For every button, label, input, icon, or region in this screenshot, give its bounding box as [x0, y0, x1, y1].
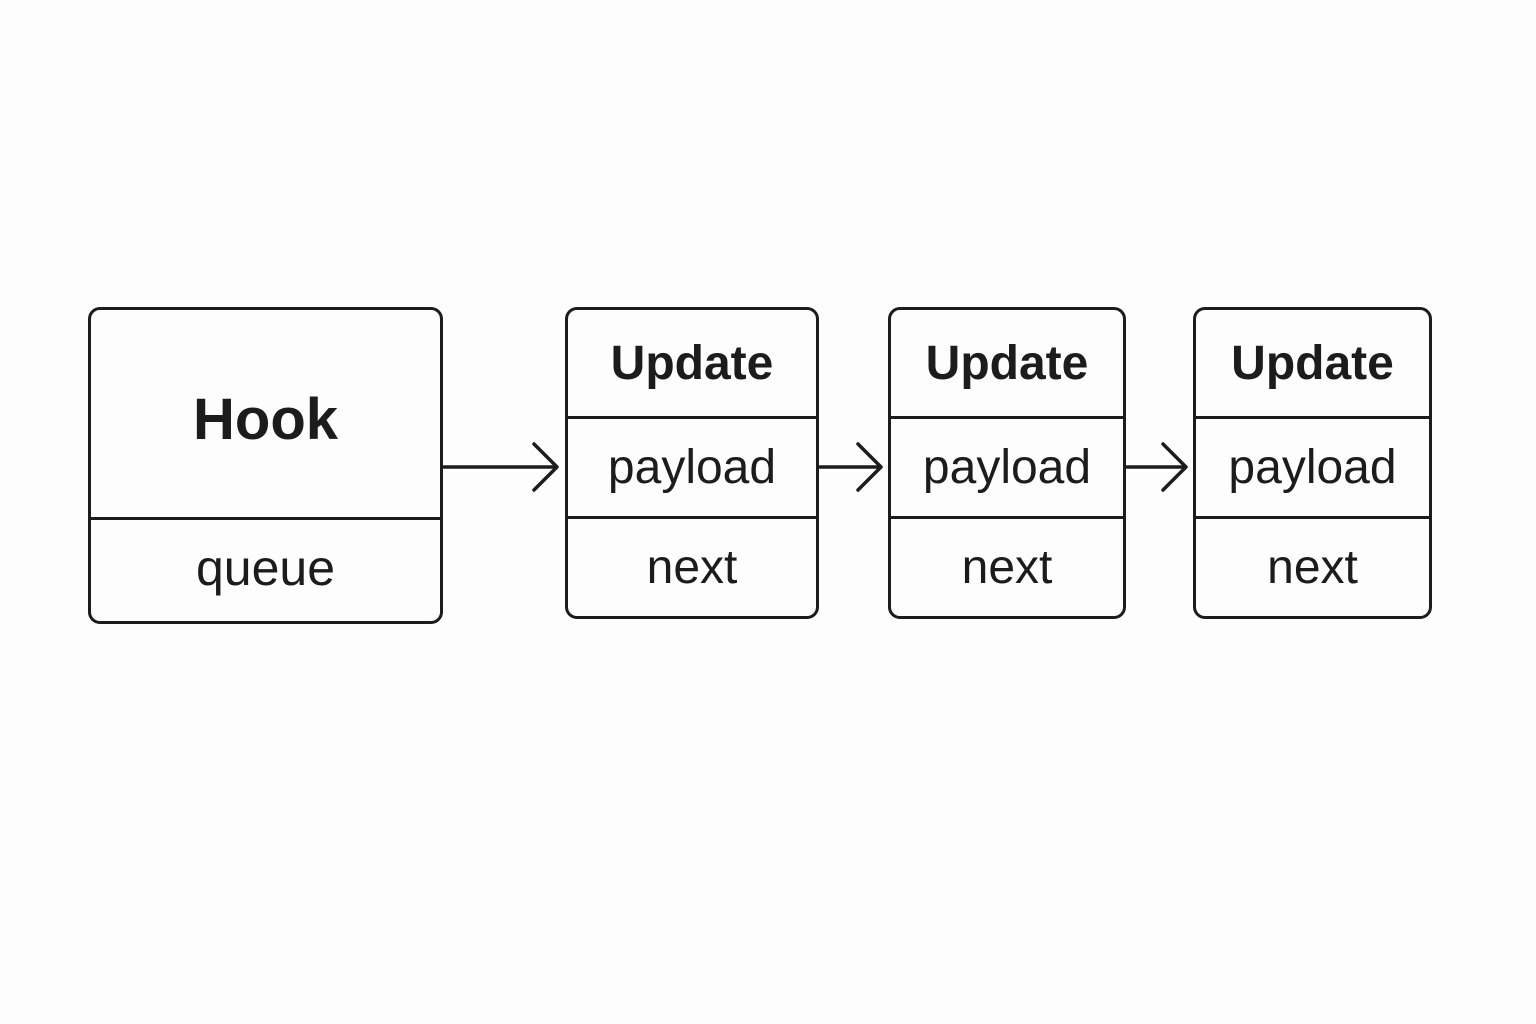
update-title: Update: [925, 336, 1089, 390]
update-node-3: Update payload next: [1193, 307, 1432, 619]
update-node-1: Update payload next: [565, 307, 819, 619]
arrow-update-1-to-update-2: [818, 442, 883, 492]
update-title: Update: [1231, 336, 1394, 390]
arrow-hook-to-update-1: [442, 442, 559, 492]
update-field-payload: payload: [1196, 416, 1429, 516]
update-field-next: next: [1196, 516, 1429, 616]
hook-node: Hook queue: [88, 307, 443, 624]
update-field-payload: payload: [568, 416, 816, 516]
arrow-update-2-to-update-3: [1125, 442, 1188, 492]
update-field-next: next: [891, 516, 1123, 616]
update-field-payload: payload: [891, 416, 1123, 516]
update-node-2: Update payload next: [888, 307, 1126, 619]
hook-title: Hook: [193, 387, 338, 452]
update-field-next: next: [568, 516, 816, 616]
update-title: Update: [610, 336, 774, 390]
hook-field-queue: queue: [91, 517, 440, 621]
